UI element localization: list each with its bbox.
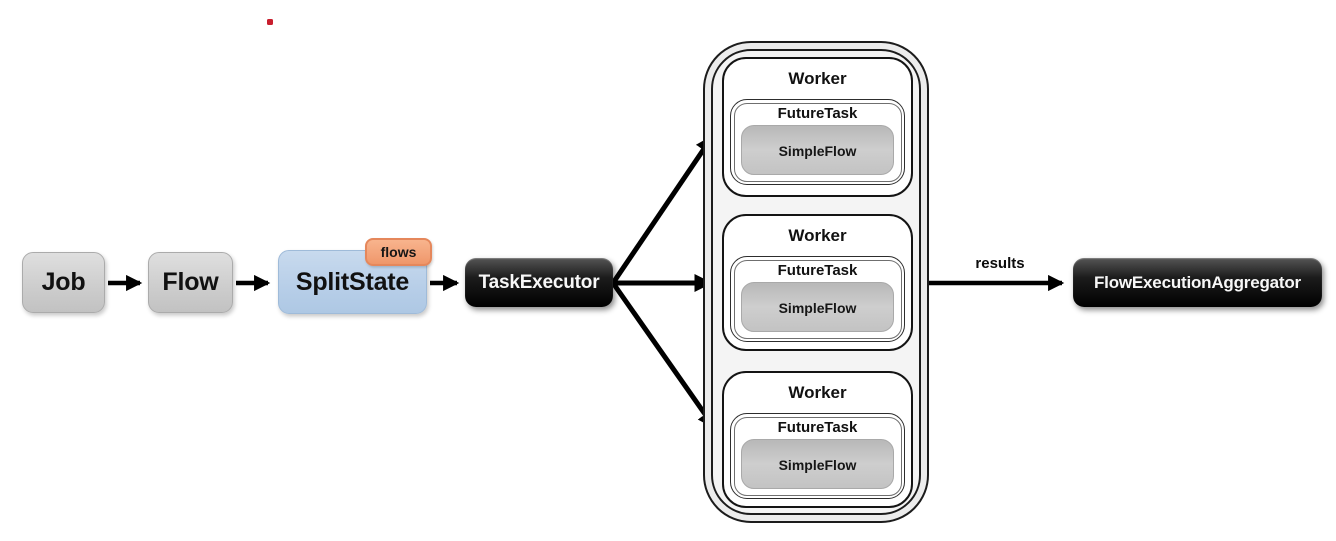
worker-3-simpleflow: SimpleFlow <box>741 439 894 489</box>
worker-box-2: Worker FutureTask SimpleFlow <box>722 214 913 351</box>
flows-badge-label: flows <box>380 244 417 260</box>
results-label: results <box>975 255 1025 272</box>
node-flow: Flow <box>148 252 233 313</box>
worker-1-futuretask: FutureTask SimpleFlow <box>730 99 905 185</box>
node-aggregator-label: FlowExecutionAggregator <box>1094 272 1301 292</box>
worker-box-1: Worker FutureTask SimpleFlow <box>722 57 913 197</box>
worker-2-simpleflow: SimpleFlow <box>741 282 894 332</box>
node-splitstate-label: SplitState <box>295 267 410 296</box>
worker-1-simpleflow: SimpleFlow <box>741 125 894 175</box>
worker-3-futuretask: FutureTask SimpleFlow <box>730 413 905 499</box>
red-dot-artifact <box>267 19 273 25</box>
node-taskexecutor: TaskExecutor <box>465 258 613 307</box>
node-job: Job <box>22 252 105 313</box>
node-splitstate: SplitState <box>278 250 427 314</box>
node-job-label: Job <box>41 268 86 296</box>
worker-1-title: Worker <box>788 69 847 88</box>
node-flow-label: Flow <box>162 268 219 296</box>
worker-2-title: Worker <box>788 226 847 245</box>
node-aggregator: FlowExecutionAggregator <box>1073 258 1322 307</box>
worker-2-futuretask: FutureTask SimpleFlow <box>730 256 905 342</box>
worker-3-title: Worker <box>788 383 847 402</box>
arrow-taskexecutor-worker1 <box>610 134 715 285</box>
flows-badge: flows <box>365 238 432 266</box>
worker-3-futuretask-label: FutureTask <box>777 419 858 436</box>
arrow-taskexecutor-worker3 <box>610 281 717 430</box>
worker-2-futuretask-label: FutureTask <box>777 262 858 279</box>
worker-1-futuretask-label: FutureTask <box>777 105 858 122</box>
node-taskexecutor-label: TaskExecutor <box>478 271 600 293</box>
worker-box-3: Worker FutureTask SimpleFlow <box>722 371 913 508</box>
